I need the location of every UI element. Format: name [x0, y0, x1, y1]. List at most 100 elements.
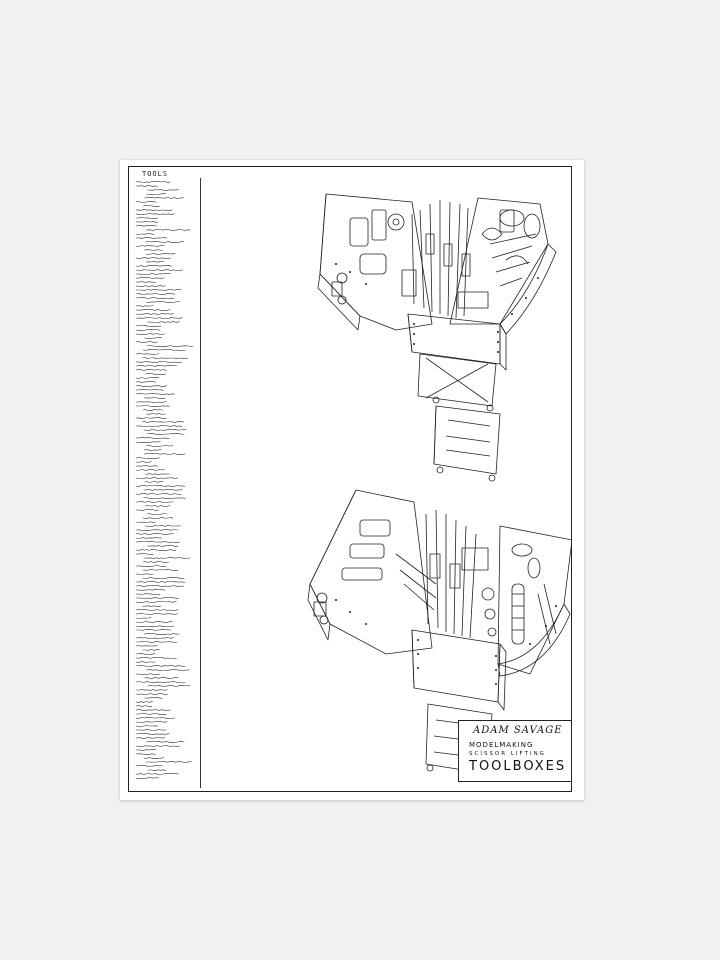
tool-list-entry — [136, 689, 168, 692]
tool-list-entry — [146, 301, 180, 303]
tool-list-entry — [144, 196, 184, 199]
tool-list-entry — [135, 625, 175, 628]
tool-list-entry — [135, 732, 170, 735]
tool-list-entry — [135, 705, 153, 708]
tool-list-entry — [135, 377, 160, 379]
tool-list-entry — [146, 413, 166, 415]
tool-list-entry — [135, 185, 158, 188]
tool-list-entry — [136, 597, 179, 599]
tool-list-entry — [147, 769, 167, 771]
tool-list-entry — [143, 561, 170, 563]
tool-list-entry — [135, 680, 186, 683]
tool-list-entry — [147, 544, 179, 547]
title-line-scissor-lifting: SCISSOR LIFTING — [469, 751, 546, 757]
tool-list-entry — [135, 264, 172, 267]
tool-list-entry — [147, 685, 191, 687]
tool-list-entry — [135, 281, 156, 283]
tool-list-entry — [143, 497, 186, 499]
tool-list-entry — [144, 481, 164, 483]
tool-list-entry — [135, 317, 183, 319]
tool-list-entry — [147, 320, 180, 324]
tool-list-entry — [135, 664, 186, 668]
tool-list-entry — [142, 421, 184, 424]
tool-list-entry — [144, 473, 170, 475]
tool-list-entry — [144, 697, 163, 699]
tool-list-entry — [136, 405, 170, 408]
title-line-modelmaking: MODELMAKING — [469, 741, 534, 749]
tool-list-entry — [135, 309, 171, 311]
tool-list-entry — [135, 213, 175, 216]
tool-list-entry — [135, 381, 157, 383]
tool-list-entry — [142, 408, 163, 412]
tool-list-entry — [135, 537, 163, 539]
tool-list-entry — [135, 305, 154, 307]
tool-list-entry — [136, 216, 158, 219]
tool-list-entry — [135, 588, 166, 591]
tool-list-entry — [135, 745, 180, 747]
tool-list-entry — [135, 285, 166, 288]
tool-list-entry — [143, 488, 183, 491]
tool-list-entry — [135, 273, 171, 276]
tool-list-entry — [135, 753, 156, 755]
tool-list-entry — [135, 737, 165, 739]
tool-list-entry — [135, 613, 178, 615]
tool-list-entry — [135, 257, 171, 259]
tool-list-entry — [145, 253, 176, 255]
tool-list-entry — [135, 501, 174, 504]
tool-list-entry — [135, 553, 154, 555]
tool-list-entry — [144, 676, 179, 679]
tool-list-entry — [146, 669, 190, 671]
tool-list-entry — [135, 709, 171, 711]
tools-heading: TOOLS — [142, 170, 169, 178]
tool-list-entry — [135, 773, 179, 776]
tool-list-entry — [145, 445, 174, 447]
tool-list-entry — [135, 324, 162, 328]
tool-list-entry — [142, 357, 188, 360]
tool-list-entry — [146, 513, 168, 515]
tool-list-entry — [145, 260, 164, 263]
tool-list-entry — [135, 436, 170, 439]
tool-list-entry — [143, 249, 163, 251]
tool-list-entry — [145, 504, 171, 508]
tool-list-entry — [145, 240, 184, 244]
tool-list-entry — [145, 229, 191, 231]
tool-list-entry — [142, 516, 174, 520]
tool-list-entry — [143, 557, 190, 560]
tool-list-entry — [135, 312, 174, 315]
tool-list-entry — [135, 653, 156, 655]
tool-list-entry — [135, 584, 184, 588]
tool-list-entry — [135, 233, 155, 235]
tool-list-entry — [146, 740, 185, 743]
tool-list-entry — [135, 476, 179, 479]
tool-list-entry — [135, 441, 161, 443]
tool-list-entry — [135, 277, 165, 279]
tool-list-entry — [135, 417, 167, 420]
tool-list-entry — [135, 364, 177, 367]
tool-list-entry — [135, 701, 153, 704]
tool-list-entry — [135, 469, 165, 471]
upper-toolbox-drawing — [317, 193, 557, 482]
tool-list-entry — [135, 580, 186, 583]
title-block: ADAM SAVAGE MODELMAKING SCISSOR LIFTING … — [458, 720, 572, 782]
tool-list-entry — [136, 713, 167, 715]
tool-list-entry — [142, 349, 186, 351]
tool-list-entry — [135, 541, 180, 544]
tool-list-entry — [147, 345, 194, 347]
tool-list-entry — [135, 521, 156, 523]
tool-list-entry — [146, 192, 166, 196]
tool-list-entry — [135, 368, 167, 372]
tool-list-entry — [135, 181, 171, 184]
tool-list-entry — [135, 201, 157, 203]
tool-list-entry — [135, 333, 165, 335]
tool-list-entry — [135, 621, 173, 623]
tool-list-entry — [135, 393, 175, 396]
tool-list-entry — [135, 661, 156, 663]
tool-list-entry — [143, 633, 180, 635]
tool-list-entry — [135, 328, 161, 332]
tool-list-entry — [135, 601, 177, 603]
tool-list-entry — [135, 693, 168, 696]
poster-border — [128, 166, 572, 792]
tool-list-entry — [136, 628, 171, 631]
tool-list-entry — [135, 245, 165, 247]
tool-list-entry — [135, 388, 164, 391]
